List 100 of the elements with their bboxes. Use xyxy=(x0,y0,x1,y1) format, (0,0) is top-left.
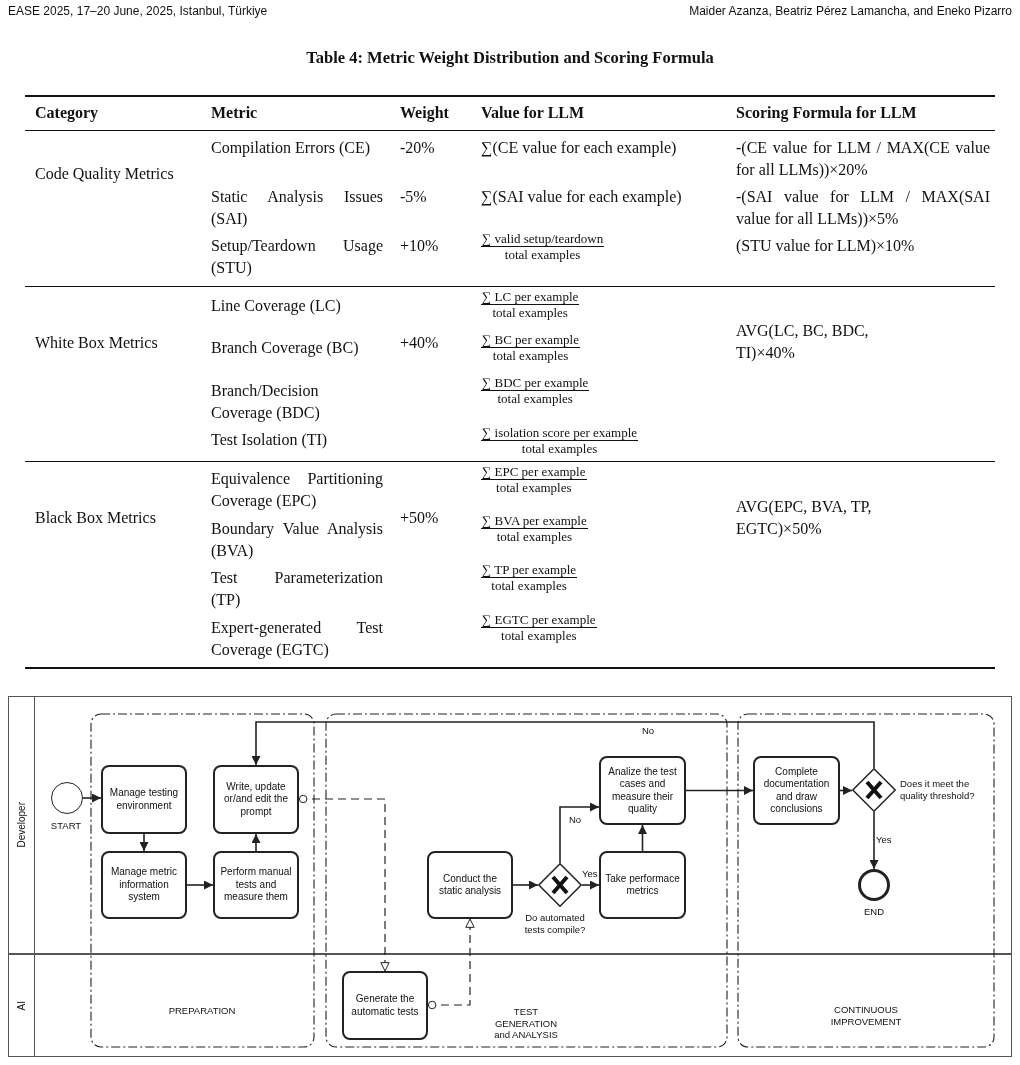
column-header: Metric xyxy=(211,103,259,123)
task-box xyxy=(599,756,686,825)
table-cell-text: ∑(SAI value for each example) xyxy=(481,187,683,208)
column-header: Weight xyxy=(400,103,450,124)
task-label: Manage testing environment xyxy=(108,787,180,812)
fraction-numerator: ∑ EGTC per example xyxy=(481,612,597,628)
task-box xyxy=(213,851,299,919)
fraction-denominator: total examples xyxy=(492,305,568,320)
sequence-flow-arrow xyxy=(581,880,600,890)
sequence-flow-arrow xyxy=(139,833,149,852)
event-label: END xyxy=(862,906,886,918)
author-list: Maider Azanza, Beatriz Pérez Lamancha, and Eneko Pizarro xyxy=(689,4,1012,18)
fraction-numerator: ∑ valid setup/teardown xyxy=(481,231,605,247)
sequence-flow-arrow xyxy=(638,824,647,852)
table-cell-text: -5% xyxy=(400,187,428,207)
phase-label: TEST GENERATION and ANALYSIS xyxy=(493,1006,559,1041)
gateway-question: Does it meet the quality threshold? xyxy=(900,778,976,801)
event-label: START xyxy=(49,820,83,832)
fraction-numerator: ∑ BC per example xyxy=(481,332,580,348)
sequence-flow-arrow xyxy=(559,802,600,864)
start-event-circle xyxy=(51,782,83,814)
sequence-flow-arrow xyxy=(512,880,539,890)
sequence-flow-arrow xyxy=(839,786,853,795)
task-box xyxy=(101,765,187,834)
table-cell-text: AVG(EPC, BVA, TP, EGTC)×50% xyxy=(736,497,873,540)
task-label: Conduct the static analysis xyxy=(437,872,503,898)
phase-label: CONTINUOUS IMPROVEMENT xyxy=(829,1004,903,1027)
phase-group xyxy=(325,713,728,1048)
fraction-denominator: total examples xyxy=(504,247,581,262)
fraction-denominator: total examples xyxy=(521,441,598,456)
sequence-flow-arrow xyxy=(685,786,754,795)
task-label: Analize the test cases and measure their quality xyxy=(607,765,678,816)
table-cell-text: Boundary Value Analysis (BVA) xyxy=(211,519,383,562)
table-cell-text: +10% xyxy=(400,236,440,256)
table-cell-text: Equivalence Partitioning Coverage (EPC) xyxy=(211,469,383,512)
task-label: Generate the automatic tests xyxy=(350,993,420,1018)
column-header: Scoring Formula for LLM xyxy=(736,103,918,124)
sequence-flow-arrow xyxy=(251,721,875,769)
task-box xyxy=(213,765,299,834)
task-box xyxy=(101,851,187,919)
table-cell-text: -(SAI value for LLM / MAX(SAI value for all LLMs))×5% xyxy=(736,187,990,230)
task-box xyxy=(427,851,513,919)
table-cell-text: Test Parameterization (TP) xyxy=(211,568,383,611)
column-header: Category xyxy=(35,103,100,124)
fraction-denominator: total examples xyxy=(491,578,567,593)
table-cell-text: -(CE value for LLM / MAX(CE value for all LLMs))×20% xyxy=(736,138,990,181)
fraction-denominator: total examples xyxy=(497,391,573,406)
phase-group xyxy=(737,713,995,1048)
fraction-numerator: ∑ TP per example xyxy=(481,562,578,578)
task-label: Manage metric information system xyxy=(109,866,179,904)
fraction-denominator: total examples xyxy=(496,480,572,495)
edge-label: No xyxy=(568,814,583,825)
fraction-numerator: ∑ EPC per example xyxy=(481,464,587,480)
task-box xyxy=(342,971,428,1040)
task-label: Perform manual tests and measure them xyxy=(219,866,293,904)
lane-label: AI xyxy=(16,1000,27,1011)
edge-label: Yes xyxy=(581,868,599,879)
table-cell-text: Static Analysis Issues (SAI) xyxy=(211,187,383,230)
task-label: Write, update or/and edit the prompt xyxy=(223,780,289,819)
table-cell-text: Expert-generated Test Coverage (EGTC) xyxy=(211,618,383,661)
table-cell-text: Compilation Errors (CE) xyxy=(211,138,372,159)
phase-group xyxy=(90,713,315,1048)
table-cell-text: ∑(CE value for each example) xyxy=(481,138,678,159)
table-cell-text: -20% xyxy=(400,138,436,158)
fraction-denominator: total examples xyxy=(492,348,569,363)
sequence-flow-arrow xyxy=(869,811,879,870)
gateway-diamond xyxy=(538,863,582,907)
lane-label: Developer xyxy=(16,802,27,848)
gateway-question: Do automated tests compile? xyxy=(523,912,587,935)
category-label: Black Box Metrics xyxy=(35,508,157,528)
category-label: Code Quality Metrics xyxy=(35,164,175,185)
task-label: Take performace metrics xyxy=(604,872,681,898)
table-cell-text: AVG(LC, BC, BDC, TI)×40% xyxy=(736,321,870,364)
edge-label: No xyxy=(641,725,656,736)
fraction-numerator: ∑ LC per example xyxy=(481,289,580,305)
message-flow-arrow xyxy=(427,918,475,1010)
table-cell-text: Test Isolation (TI) xyxy=(211,430,329,451)
sequence-flow-arrow xyxy=(82,793,102,803)
table-cell-text: Branch Coverage (BC) xyxy=(211,338,360,359)
category-label: White Box Metrics xyxy=(35,333,159,353)
table-cell-text: Branch/Decision Coverage (BDC) xyxy=(211,381,321,424)
fraction-numerator: ∑ BVA per example xyxy=(481,513,588,529)
fraction-numerator: ∑ isolation score per example xyxy=(481,425,639,441)
fraction-denominator: total examples xyxy=(501,628,577,643)
end-event-circle xyxy=(858,869,890,901)
table-caption: Table 4: Metric Weight Distribution and Scoring Formula xyxy=(305,48,715,68)
running-header: EASE 2025, 17–20 June, 2025, Istanbul, Türkiye xyxy=(8,4,268,18)
fraction-denominator: total examples xyxy=(496,529,573,544)
edge-label: Yes xyxy=(875,834,893,845)
fraction-numerator: ∑ BDC per example xyxy=(481,375,590,391)
table-cell-text: +50% xyxy=(400,508,440,528)
sequence-flow-arrow xyxy=(186,880,214,890)
table-cell-text: +40% xyxy=(400,333,440,353)
table-cell-text: Setup/Teardown Usage (STU) xyxy=(211,236,383,279)
message-flow-arrow xyxy=(298,794,390,972)
task-label: Complete documentation and draw conclusions xyxy=(762,765,831,816)
task-box xyxy=(753,756,840,825)
column-header: Value for LLM xyxy=(481,103,586,123)
table-cell-text: (STU value for LLM)×10% xyxy=(736,236,916,257)
phase-label: PREPARATION xyxy=(167,1005,237,1017)
